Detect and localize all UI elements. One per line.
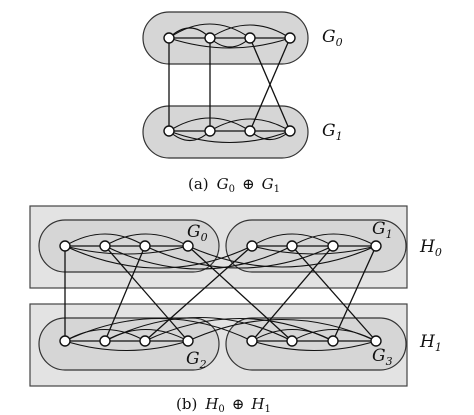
a-cross-edges: [168, 37, 291, 132]
node: [99, 240, 111, 252]
node: [246, 335, 258, 347]
node: [139, 335, 151, 347]
h1-edges: [64, 317, 377, 352]
group-g1: [142, 105, 309, 159]
node: [284, 32, 296, 44]
node: [182, 240, 194, 252]
node: [286, 335, 298, 347]
node: [284, 125, 296, 137]
label-h1: H1: [419, 332, 442, 354]
node: [59, 335, 71, 347]
node: [182, 335, 194, 347]
node: [327, 335, 339, 347]
node: [59, 240, 71, 252]
h0-edges: [64, 233, 377, 270]
node: [246, 240, 258, 252]
node: [370, 335, 382, 347]
label-g0: G0: [322, 27, 343, 49]
label-g1b: G1: [372, 219, 393, 241]
node: [370, 240, 382, 252]
node: [163, 32, 175, 44]
node: [204, 125, 216, 137]
diagram-a: G0 G1 (a) G0 ⊕ G1: [142, 11, 343, 196]
label-g2: G2: [186, 349, 207, 371]
label-g0b: G0: [187, 222, 208, 244]
caption-a: (a) G0 ⊕ G1: [188, 175, 280, 196]
b-nodes: [59, 240, 382, 347]
node: [244, 125, 256, 137]
node: [139, 240, 151, 252]
node: [286, 240, 298, 252]
node: [327, 240, 339, 252]
node: [244, 32, 256, 44]
caption-b: (b) H0 ⊕ H1: [176, 395, 271, 415]
b-cross-edges: [64, 245, 377, 342]
node: [99, 335, 111, 347]
node: [204, 32, 216, 44]
node: [163, 125, 175, 137]
label-g1: G1: [322, 121, 343, 143]
label-g3: G3: [372, 346, 393, 368]
a-nodes: [163, 32, 296, 137]
diagram-b: G0 G1 G2 G3 H0 H1 (b) H0 ⊕ H1: [29, 205, 442, 415]
label-h0: H0: [419, 237, 442, 259]
group-g2: [38, 317, 220, 371]
